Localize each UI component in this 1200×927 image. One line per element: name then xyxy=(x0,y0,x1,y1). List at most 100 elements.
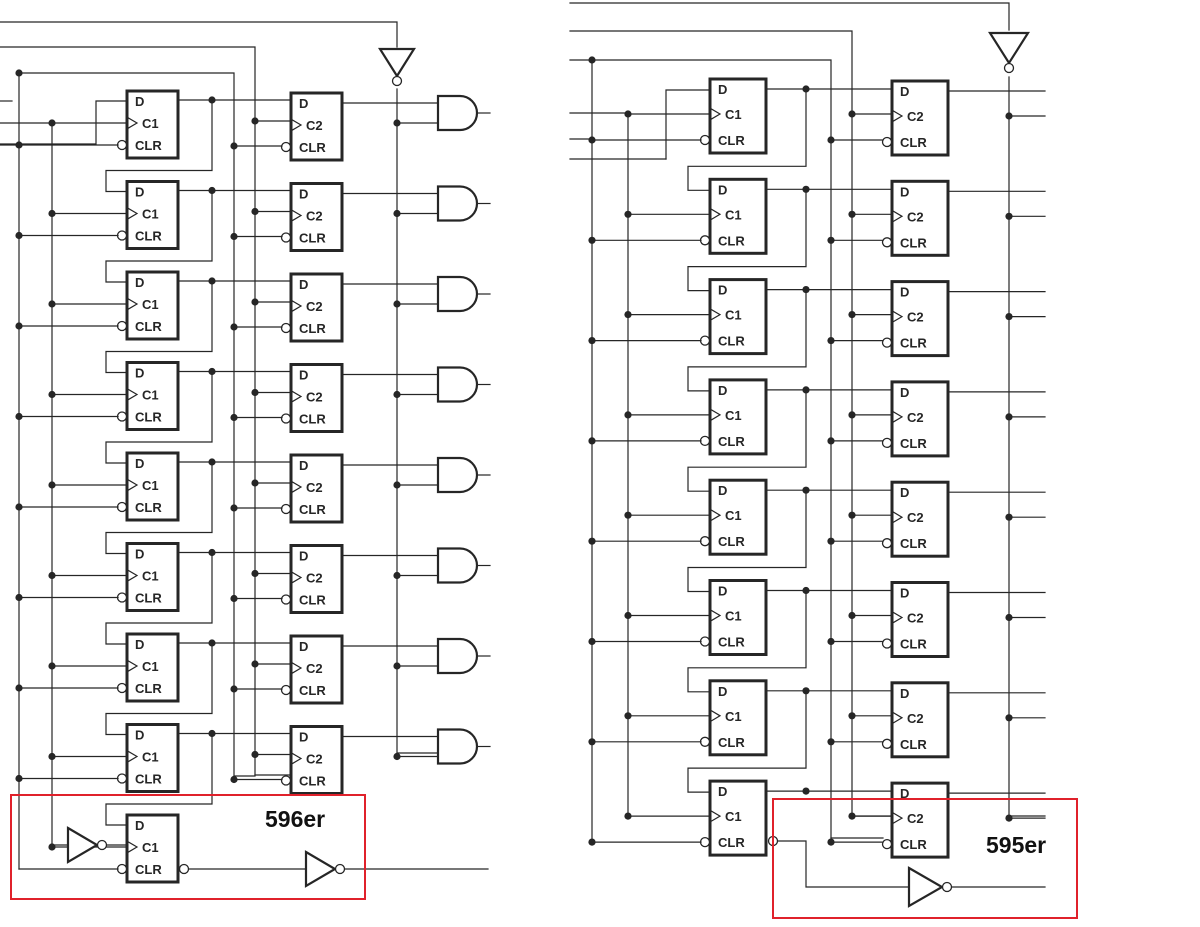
clock-triangle xyxy=(127,569,139,582)
clock-input-label: C2 xyxy=(907,510,924,525)
clock-triangle xyxy=(127,298,139,310)
clear-input-label: CLR xyxy=(718,133,745,148)
d-input-label: D xyxy=(900,285,909,300)
clock-triangle xyxy=(710,208,722,221)
junction-dot xyxy=(827,136,835,144)
junction-dot xyxy=(827,537,835,545)
clock-triangle xyxy=(892,511,904,524)
clock-input-label: C1 xyxy=(142,478,159,493)
inverter-bubble xyxy=(280,775,292,786)
junction-dot xyxy=(251,750,259,759)
clear-input-label: CLR xyxy=(299,231,326,246)
flip-flop-body xyxy=(708,779,768,857)
d-input-label: D xyxy=(718,784,727,799)
clear-input-label: CLR xyxy=(299,774,326,789)
d-input-label: D xyxy=(135,456,144,471)
d-input-label: D xyxy=(135,547,144,562)
inverter-bubble xyxy=(96,839,108,851)
junction-dot xyxy=(624,812,632,820)
clock-input-label: C2 xyxy=(907,410,924,425)
clock-triangle xyxy=(710,810,722,822)
inverter-bubble xyxy=(941,881,953,893)
flip-flop-body xyxy=(890,280,950,358)
junction-dot xyxy=(1005,112,1013,120)
inverter-bubble xyxy=(881,237,893,248)
clear-input-label: CLR xyxy=(900,336,927,351)
clock-input-label: C1 xyxy=(725,709,742,724)
junction-dot xyxy=(1005,814,1013,822)
d-input-label: D xyxy=(299,730,308,745)
clock-triangle xyxy=(291,209,303,222)
junction-dot xyxy=(588,838,596,846)
clock-input-label: C1 xyxy=(142,207,159,222)
wire xyxy=(105,280,213,374)
junction-dot xyxy=(827,637,835,646)
inverter-bubble xyxy=(699,435,711,447)
wire xyxy=(105,189,213,283)
inverter-bubble xyxy=(699,636,711,647)
clock-input-label: C2 xyxy=(907,109,924,124)
clear-input-label: CLR xyxy=(718,233,745,248)
junction-dot xyxy=(393,300,401,308)
clock-triangle xyxy=(291,481,303,493)
clear-input-label: CLR xyxy=(135,591,162,606)
clear-input-label: CLR xyxy=(718,835,745,850)
clock-input-label: C1 xyxy=(725,508,742,523)
flip-flop-body xyxy=(708,278,768,356)
inverter-bubble xyxy=(881,638,893,649)
d-input-label: D xyxy=(135,728,144,743)
junction-dot xyxy=(251,479,259,487)
and-gate xyxy=(436,275,479,313)
d-input-label: D xyxy=(299,549,308,564)
d-input-label: D xyxy=(135,818,144,833)
junction-dot xyxy=(848,210,856,218)
junction-dot xyxy=(48,390,56,399)
clock-input-label: C1 xyxy=(142,388,159,403)
clear-input-label: CLR xyxy=(299,412,326,427)
flip-flop-body xyxy=(890,581,950,658)
flip-flop-body xyxy=(708,478,768,556)
junction-dot xyxy=(1005,513,1013,521)
clock-triangle xyxy=(127,117,139,129)
clock-triangle xyxy=(892,310,904,323)
inverter-bubble xyxy=(116,773,128,784)
flip-flop-body xyxy=(708,679,768,757)
wire xyxy=(0,21,398,48)
clock-input-label: C2 xyxy=(907,310,924,325)
junction-dot xyxy=(848,311,856,319)
clear-input-label: CLR xyxy=(299,683,326,698)
clock-triangle xyxy=(710,609,722,622)
inverter-bubble xyxy=(280,503,292,515)
junction-dot xyxy=(230,685,238,693)
wire xyxy=(0,46,256,776)
junction-dot xyxy=(251,117,259,125)
clock-triangle xyxy=(291,300,303,312)
clear-input-label: CLR xyxy=(135,772,162,787)
and-gate xyxy=(436,637,479,675)
junction-dot xyxy=(230,775,238,784)
clock-triangle xyxy=(127,479,139,491)
clear-input-label: CLR xyxy=(299,140,326,155)
and-gate xyxy=(436,456,479,494)
d-input-label: D xyxy=(718,483,727,498)
d-input-label: D xyxy=(900,385,909,400)
wire xyxy=(569,2,1010,31)
junction-dot xyxy=(848,110,856,118)
junction-dot xyxy=(393,481,401,489)
junction-dot xyxy=(827,337,835,345)
clock-input-label: C2 xyxy=(306,390,323,405)
junction-dot xyxy=(588,537,596,545)
d-input-label: D xyxy=(718,383,727,398)
clear-input-label: CLR xyxy=(718,434,745,449)
junction-dot xyxy=(15,69,23,77)
junction-dot xyxy=(251,660,259,668)
